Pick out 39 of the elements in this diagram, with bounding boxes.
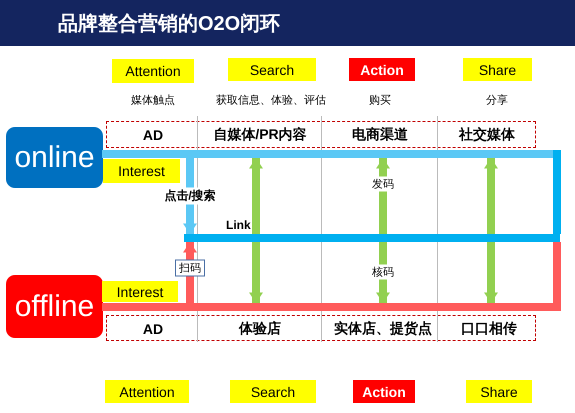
online-bar (102, 150, 553, 158)
edge-label: 发码 (372, 176, 394, 192)
caption-text: 获取信息、体验、评估 (216, 94, 326, 108)
title: 品牌整合营销的O2O闭环 (58, 12, 280, 37)
caption-text: 分享 (486, 93, 508, 108)
arrow (249, 158, 263, 303)
caption-text: 媒体触点 (131, 93, 175, 108)
channel-text: AD (110, 317, 196, 340)
stage-label: Search (228, 58, 316, 81)
stage-label: Interest (103, 159, 180, 183)
channel-text: 体验店 (200, 317, 320, 340)
edge-label: 核码 (372, 264, 394, 280)
stage-label: Share (463, 58, 532, 81)
channel-text: 自媒体/PR内容 (200, 123, 320, 146)
edge-label: 点击/搜索 (164, 188, 216, 204)
channel-text: 电商渠道 (324, 123, 436, 146)
caption-text: 购买 (369, 94, 391, 108)
stage-label: Action (349, 58, 415, 81)
arrow (376, 158, 390, 234)
stage-label: Attention (112, 59, 194, 83)
arrow (183, 158, 197, 234)
offline-bar (102, 303, 553, 311)
channel-text: 实体店、提货点 (324, 317, 442, 340)
link-bar (184, 234, 560, 242)
arrow (183, 242, 197, 303)
online-button: online (6, 127, 103, 188)
offline-button: offline (6, 275, 103, 338)
bar-caption: Link (226, 218, 251, 232)
edge-label: 扫码 (175, 260, 205, 276)
arrow (376, 242, 390, 303)
stage-label: Interest (102, 281, 178, 302)
stage-label: Attention (105, 380, 189, 403)
stage-label: Action (353, 380, 415, 403)
stage-label: Search (230, 380, 316, 403)
arrow (484, 158, 498, 303)
stage-label: Share (466, 380, 532, 403)
channel-text: 口口相传 (444, 317, 534, 340)
channel-text: AD (110, 123, 196, 146)
channel-text: 社交媒体 (440, 123, 534, 146)
